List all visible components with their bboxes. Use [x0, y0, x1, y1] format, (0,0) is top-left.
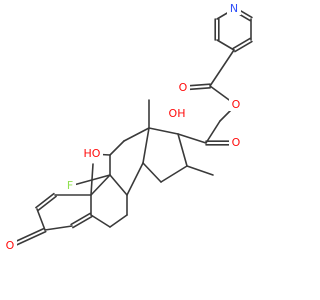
structure-canvas: N O O OH O HO F O [3, 1, 253, 252]
bond-c17-c16 [177, 133, 188, 167]
atom-label-oh-c17: OH [169, 107, 186, 120]
atom-label-o-c20-ketone: O [232, 136, 241, 149]
bond-ch2-c20 [205, 120, 221, 144]
bond-pd-pe-a [232, 37, 251, 50]
bond-c5-c4-b [72, 215, 93, 229]
bond-c9-f [69, 174, 111, 187]
bond-c14-c13 [142, 127, 150, 164]
bond-c16-me16 [186, 165, 214, 176]
bond-c2-c1-b [35, 192, 55, 209]
label-bg-oh-c17 [166, 106, 188, 120]
bond-layer [8, 6, 253, 249]
atom-label-o-ester-carbonyl: O [179, 81, 188, 94]
bond-c10-me19 [90, 163, 94, 196]
bond-c20-c17 [177, 133, 207, 144]
bond-c2-c1-a [37, 195, 57, 212]
label-bg-o-c3 [3, 238, 17, 252]
bond-c12-c11 [109, 140, 125, 156]
label-bg-n [227, 1, 241, 15]
label-bg-o-ester-carbonyl [176, 80, 190, 94]
bond-pd-pe-b [234, 40, 253, 53]
bond-c9-c8 [109, 174, 128, 196]
atom-label-layer: N O O OH O HO F O [3, 1, 243, 252]
bond-c16-c15 [160, 165, 188, 183]
bond-c5-c4-a [70, 212, 91, 226]
label-bg-f [64, 178, 76, 192]
bond-c15-c14 [142, 162, 162, 183]
bond-c6-c5 [90, 214, 111, 228]
atom-label-f-c9: F [67, 179, 73, 192]
bond-pc-pe [216, 39, 235, 51]
bond-c4-c3 [44, 225, 73, 231]
bond-c8-c14 [126, 162, 144, 196]
atom-label-ho-c11: HO [84, 147, 101, 160]
bond-c13-c12 [123, 127, 150, 142]
bond-c10-c9 [90, 174, 111, 196]
bond-c17-c13 [148, 127, 179, 135]
atom-label-o-c3-ketone: O [6, 239, 15, 252]
atom-label-n-pyridine: N [230, 2, 238, 15]
bond-pe-cc [209, 49, 235, 87]
molecule-diagram: N O O OH O HO F O [3, 1, 253, 252]
bond-c3-c2 [36, 208, 46, 231]
atom-label-o-ester: O [232, 98, 241, 111]
label-bg-o-c20 [229, 135, 243, 149]
label-bg-o-ester [229, 97, 243, 111]
bond-c7-c6 [109, 214, 128, 228]
label-bg-ho-c11 [81, 146, 103, 160]
